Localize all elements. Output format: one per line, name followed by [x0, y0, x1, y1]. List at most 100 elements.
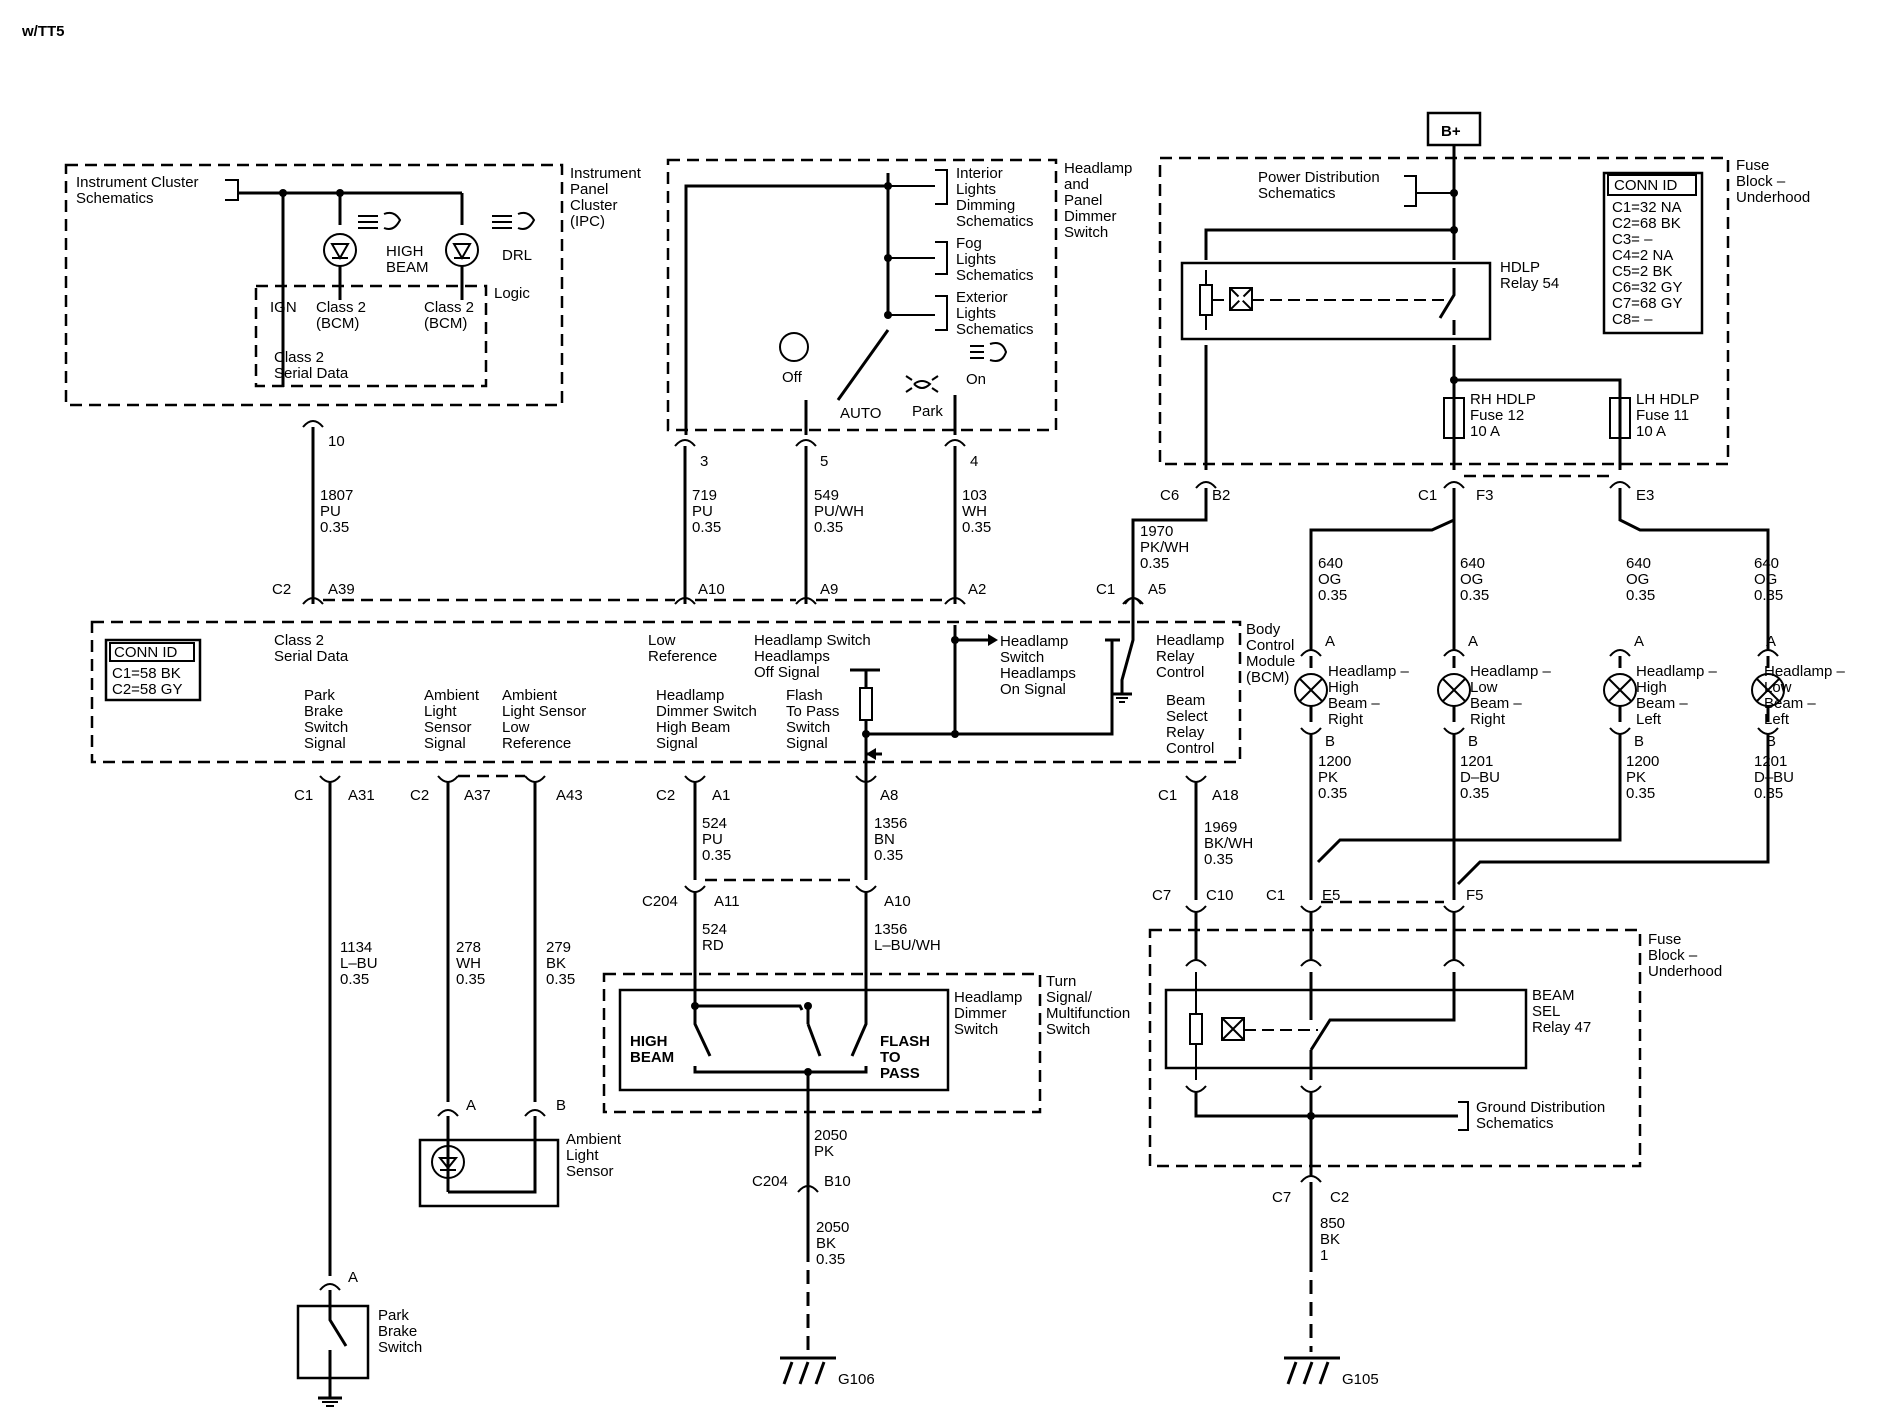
ground-g105-icon — [1284, 1356, 1340, 1385]
lamp4-wb-2: D–BU — [1754, 769, 1794, 786]
fbt-relay-2: Relay 54 — [1500, 275, 1559, 292]
bcm-title-4: (BCM) — [1246, 669, 1289, 686]
pin-f5: F5 — [1466, 887, 1484, 904]
ts-dimmer-1: Headlamp — [954, 989, 1022, 1006]
w279-1: 279 — [546, 939, 571, 956]
w278-1: 278 — [456, 939, 481, 956]
lamp2-wt-3: 0.35 — [1460, 587, 1489, 604]
w1807-2: PU — [320, 503, 341, 520]
w1807-1: 1807 — [320, 487, 353, 504]
bcm-ambsig-2: Light — [424, 703, 457, 720]
w2050b-2: BK — [816, 1235, 836, 1252]
ts-flash-2: TO — [880, 1049, 901, 1066]
pin-c1-a5: C1 — [1096, 581, 1115, 598]
ts-dimmer-2: Dimmer — [954, 1005, 1007, 1022]
hs-park: Park — [912, 403, 943, 420]
w719-3: 0.35 — [692, 519, 721, 536]
w2050a-1: 2050 — [814, 1127, 847, 1144]
pin-a11: A11 — [714, 893, 740, 910]
w2050b-1: 2050 — [816, 1219, 849, 1236]
high-beam-indicator-icon — [323, 233, 357, 267]
pin-brake-a: A — [348, 1269, 358, 1286]
ts-dimmer-3: Switch — [954, 1021, 998, 1038]
hs-ref-interior-3: Dimming — [956, 197, 1015, 214]
pin-c7-c10: C7 — [1152, 887, 1171, 904]
turn-signal-switch: Turn Signal/ Multifunction Switch Headla… — [602, 972, 1130, 1192]
hs-ref-interior-1: Interior — [956, 165, 1003, 182]
w719-1: 719 — [692, 487, 717, 504]
light-sensor-icon — [431, 1145, 465, 1179]
lamp2-wb-3: 0.35 — [1460, 785, 1489, 802]
bcm-ambsig-1: Ambient — [424, 687, 480, 704]
w524b-2: RD — [702, 937, 724, 954]
hs-title-5: Switch — [1064, 224, 1108, 241]
fuse-block-bottom: Fuse Block – Underhood BEAM SEL Relay 47… — [1148, 912, 1722, 1176]
bcm-park-4: Signal — [304, 735, 346, 752]
w1970-3: 0.35 — [1140, 555, 1169, 572]
fbt-rh-fuse-2: Fuse 12 — [1470, 407, 1524, 424]
lamp2-name-4: Right — [1470, 711, 1506, 728]
pin-c10: C10 — [1206, 887, 1234, 904]
lamp2-wb-1: 1201 — [1460, 753, 1493, 770]
lamp3-wt-3: 0.35 — [1626, 587, 1655, 604]
bcm-ambsig-4: Signal — [424, 735, 466, 752]
hs-ref-ext-3: Schematics — [956, 321, 1034, 338]
bcm-title-1: Body — [1246, 621, 1281, 638]
bcm-dimsig-3: High Beam — [656, 719, 730, 736]
ts-title-2: Signal/ — [1046, 989, 1093, 1006]
fbt-lh-fuse-3: 10 A — [1636, 423, 1666, 440]
ts-flash-1: FLASH — [880, 1033, 930, 1050]
w1356a-3: 0.35 — [874, 847, 903, 864]
pin-c6: C6 — [1160, 487, 1179, 504]
w850-3: 1 — [1320, 1247, 1328, 1264]
lamp2-pin-a: A — [1468, 633, 1478, 650]
bcm-hson-3: Headlamps — [1000, 665, 1076, 682]
lamp4-wt-3: 0.35 — [1754, 587, 1783, 604]
pin-c2-a1: C2 — [656, 787, 675, 804]
bcm-park-1: Park — [304, 687, 335, 704]
bcm-ambref-2: Light Sensor — [502, 703, 586, 720]
hs-ref-fog-1: Fog — [956, 235, 982, 252]
bcm-module: Body Control Module (BCM) CONN ID C1=58 … — [90, 604, 1295, 782]
battery-label: B+ — [1441, 123, 1461, 140]
hs-on: On — [966, 371, 986, 388]
lamp3-name-3: Beam – — [1636, 695, 1688, 712]
lamp4-name-3: Beam – — [1764, 695, 1816, 712]
ts-flash-3: PASS — [880, 1065, 920, 1082]
w719-2: PU — [692, 503, 713, 520]
bcm-beamsel-1: Beam — [1166, 692, 1205, 709]
lamp3-wb-2: PK — [1626, 769, 1646, 786]
ipc-serial-2: Serial Data — [274, 365, 349, 382]
lamp1-pin-a: A — [1325, 633, 1335, 650]
lamp1-name-3: Beam – — [1328, 695, 1380, 712]
ipc-high-beam-2: BEAM — [386, 259, 429, 276]
bcm-flashsig-3: Switch — [786, 719, 830, 736]
pin-e5: E5 — [1322, 887, 1340, 904]
w103-3: 0.35 — [962, 519, 991, 536]
w2050a-2: PK — [814, 1143, 834, 1160]
fbb-ground-2: Schematics — [1476, 1115, 1554, 1132]
hs-ref-fog-2: Lights — [956, 251, 996, 268]
bcm-lowref-2: Reference — [648, 648, 717, 665]
pin-c1-f3: C1 — [1418, 487, 1437, 504]
bcm-hson-2: Switch — [1000, 649, 1044, 666]
ipc-title-3: Cluster — [570, 197, 618, 214]
pin-a18: A18 — [1212, 787, 1239, 804]
on-headlamp-icon — [970, 342, 1008, 362]
lamp1-wb-2: PK — [1318, 769, 1338, 786]
pin-a1: A1 — [712, 787, 730, 804]
bcm-hson-1: Headlamp — [1000, 633, 1068, 650]
variant-label: w/TT5 — [21, 23, 65, 40]
pin-a9: A9 — [820, 581, 838, 598]
w1134-3: 0.35 — [340, 971, 369, 988]
fbt-conn-2: C2=68 BK — [1612, 215, 1681, 232]
pin-c2-a37: C2 — [410, 787, 429, 804]
pin-a2: A2 — [968, 581, 986, 598]
ipc-drl: DRL — [502, 247, 532, 264]
lamp2-name-2: Low — [1470, 679, 1498, 696]
bcm-serial-1: Class 2 — [274, 632, 324, 649]
w1969-3: 0.35 — [1204, 851, 1233, 868]
lamp1-wb-1: 1200 — [1318, 753, 1351, 770]
w524a-2: PU — [702, 831, 723, 848]
hs-ref-ext-1: Exterior — [956, 289, 1008, 306]
